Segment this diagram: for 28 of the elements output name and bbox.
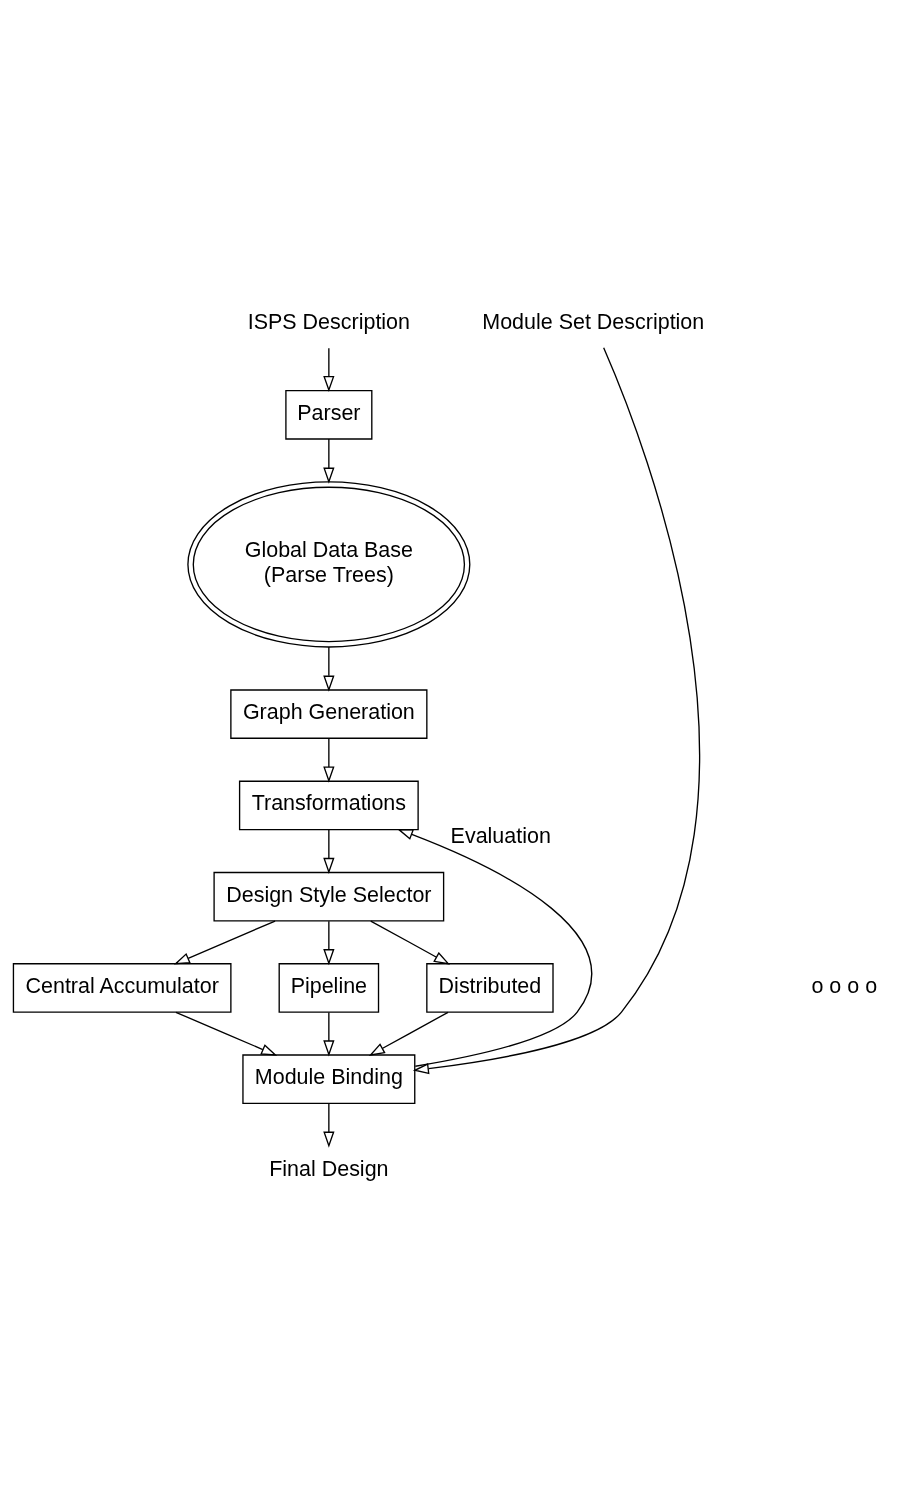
arrow [323,645,335,692]
arrow [323,346,335,392]
arrow [323,1011,335,1056]
label: o o o o [811,973,878,998]
node-box: Graph Generation [230,688,428,739]
node-box: Pipeline [278,962,380,1013]
node-box: Central Accumulator [12,962,232,1013]
node-box: Distributed [426,962,554,1013]
arrow [370,919,450,965]
arrow [368,1011,449,1056]
arrow [397,828,593,1067]
edge-label: Evaluation [450,823,551,848]
node-text: Final Design [269,1156,389,1181]
arrow [323,1102,335,1148]
node-box: Design Style Selector [213,871,445,921]
node-box: Transformations [238,780,419,830]
arrow [323,737,335,783]
arrow [175,1011,278,1056]
arrow [323,437,335,484]
arrow [323,920,335,965]
arrow [412,346,701,1074]
node-ellipse: Global Data Base (Parse Trees) [187,480,471,648]
node-box: Parser [285,389,373,440]
arrow [323,828,335,874]
node-text: ISPS Description [247,309,410,334]
arrow [173,919,276,964]
node-text: Module Set Description [482,309,705,334]
node-box: Module Binding [242,1053,416,1104]
